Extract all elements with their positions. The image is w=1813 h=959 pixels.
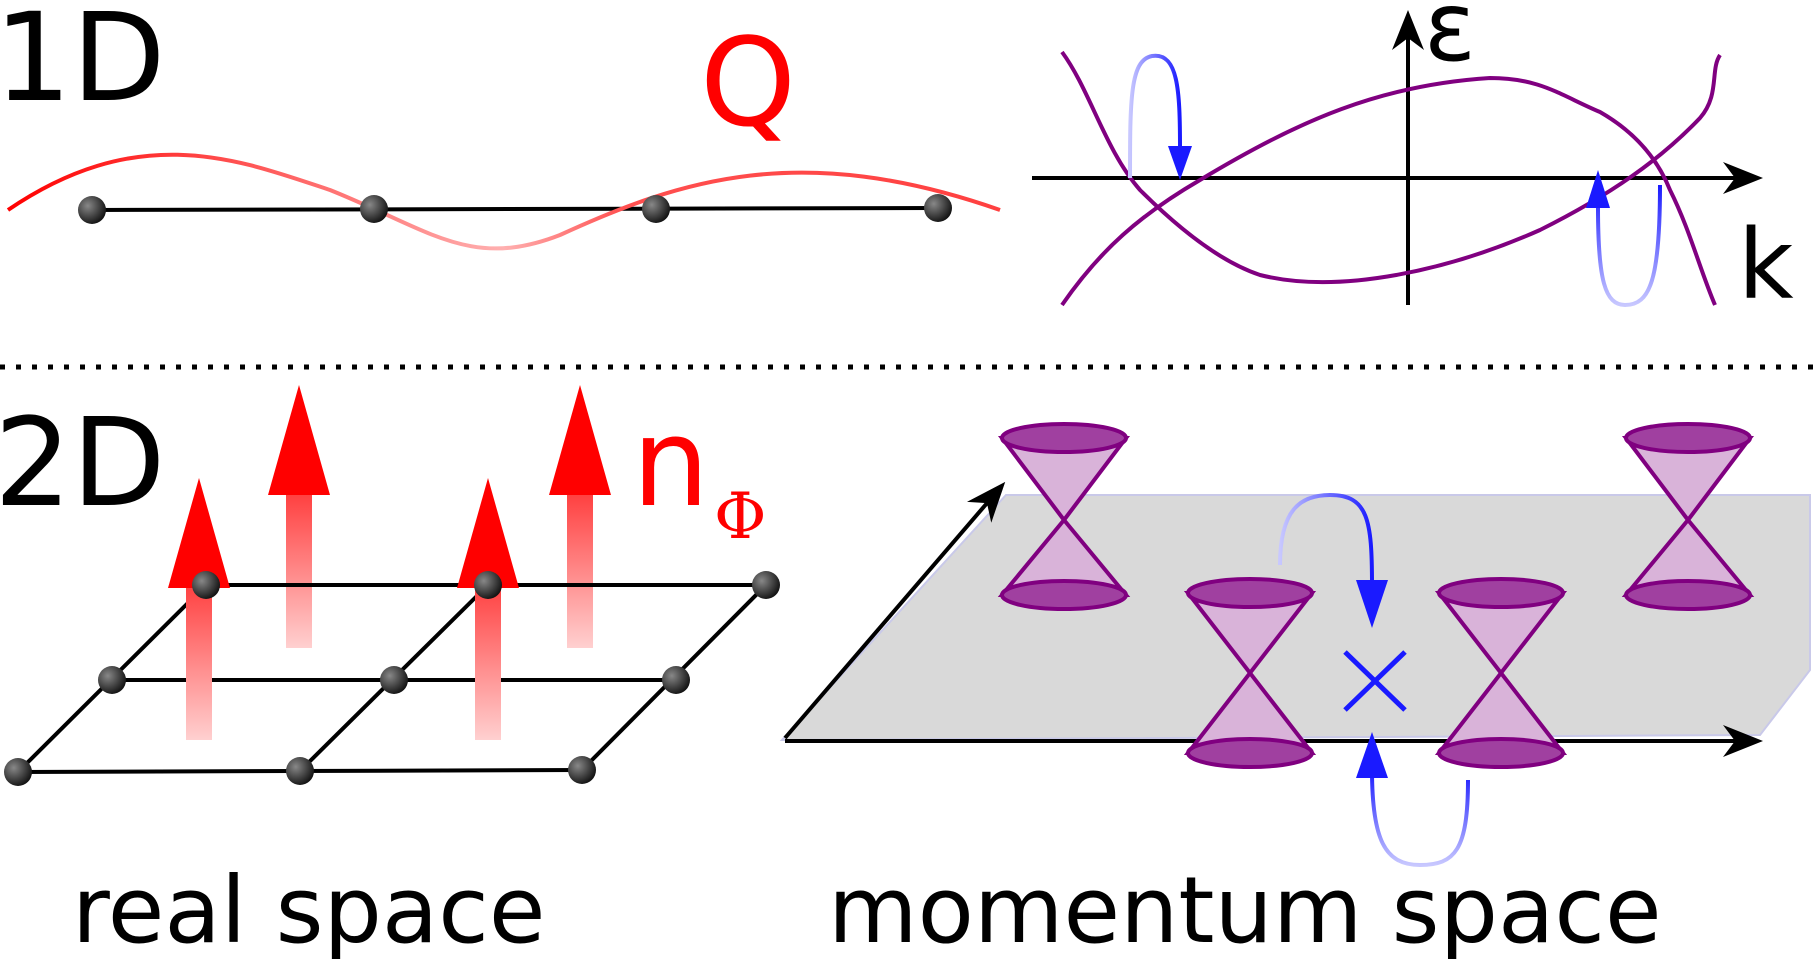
dirac-cone [1621,422,1755,611]
scattering-2d [1278,492,1470,868]
ky-axis [783,481,1006,740]
label-n: n [632,392,709,534]
lattice-site [924,194,952,222]
lattice-site [286,757,314,785]
label-phi: Φ [714,480,766,554]
scattering-arrow [1370,769,1470,868]
band-right [1060,75,1717,307]
label-k: k [1738,209,1794,321]
lattice-site [360,195,388,223]
lattice-2d [4,385,780,786]
label-q: Q [700,12,796,154]
arrowhead [1168,146,1192,180]
lattice-site [662,666,690,694]
lattice-site [568,756,596,784]
lattice-site [380,666,408,694]
dirac-cone [1434,577,1568,769]
label-epsilon: ε [1424,0,1476,83]
label-1d: 1D [0,0,166,129]
scattering-arrow [1278,492,1374,586]
scattering-arrow [1128,53,1182,179]
chain-1d [6,152,1001,251]
modulation-wave [6,152,1001,251]
dirac-cone [1183,577,1317,769]
lattice-site [78,196,106,224]
label-real-space: real space [72,857,545,959]
scattering-arrow [1596,184,1662,308]
lattice-site [474,571,502,599]
arrowhead [1586,170,1610,208]
label-2d: 2D [0,392,166,534]
dispersion-plot: ε k [1032,0,1794,321]
lattice-site [752,571,780,599]
brillouin-plane [779,494,1811,742]
dirac-cone [997,422,1131,611]
band-left [1060,50,1722,284]
node-marker [1343,650,1407,712]
lattice-site [98,666,126,694]
lattice-site [192,571,220,599]
label-momentum-space: momentum space [828,857,1662,959]
arrowhead [1356,732,1388,778]
flux-arrows [268,385,611,648]
lattice-site [642,195,670,223]
arrowhead [1356,580,1388,628]
lattice-site [4,758,32,786]
